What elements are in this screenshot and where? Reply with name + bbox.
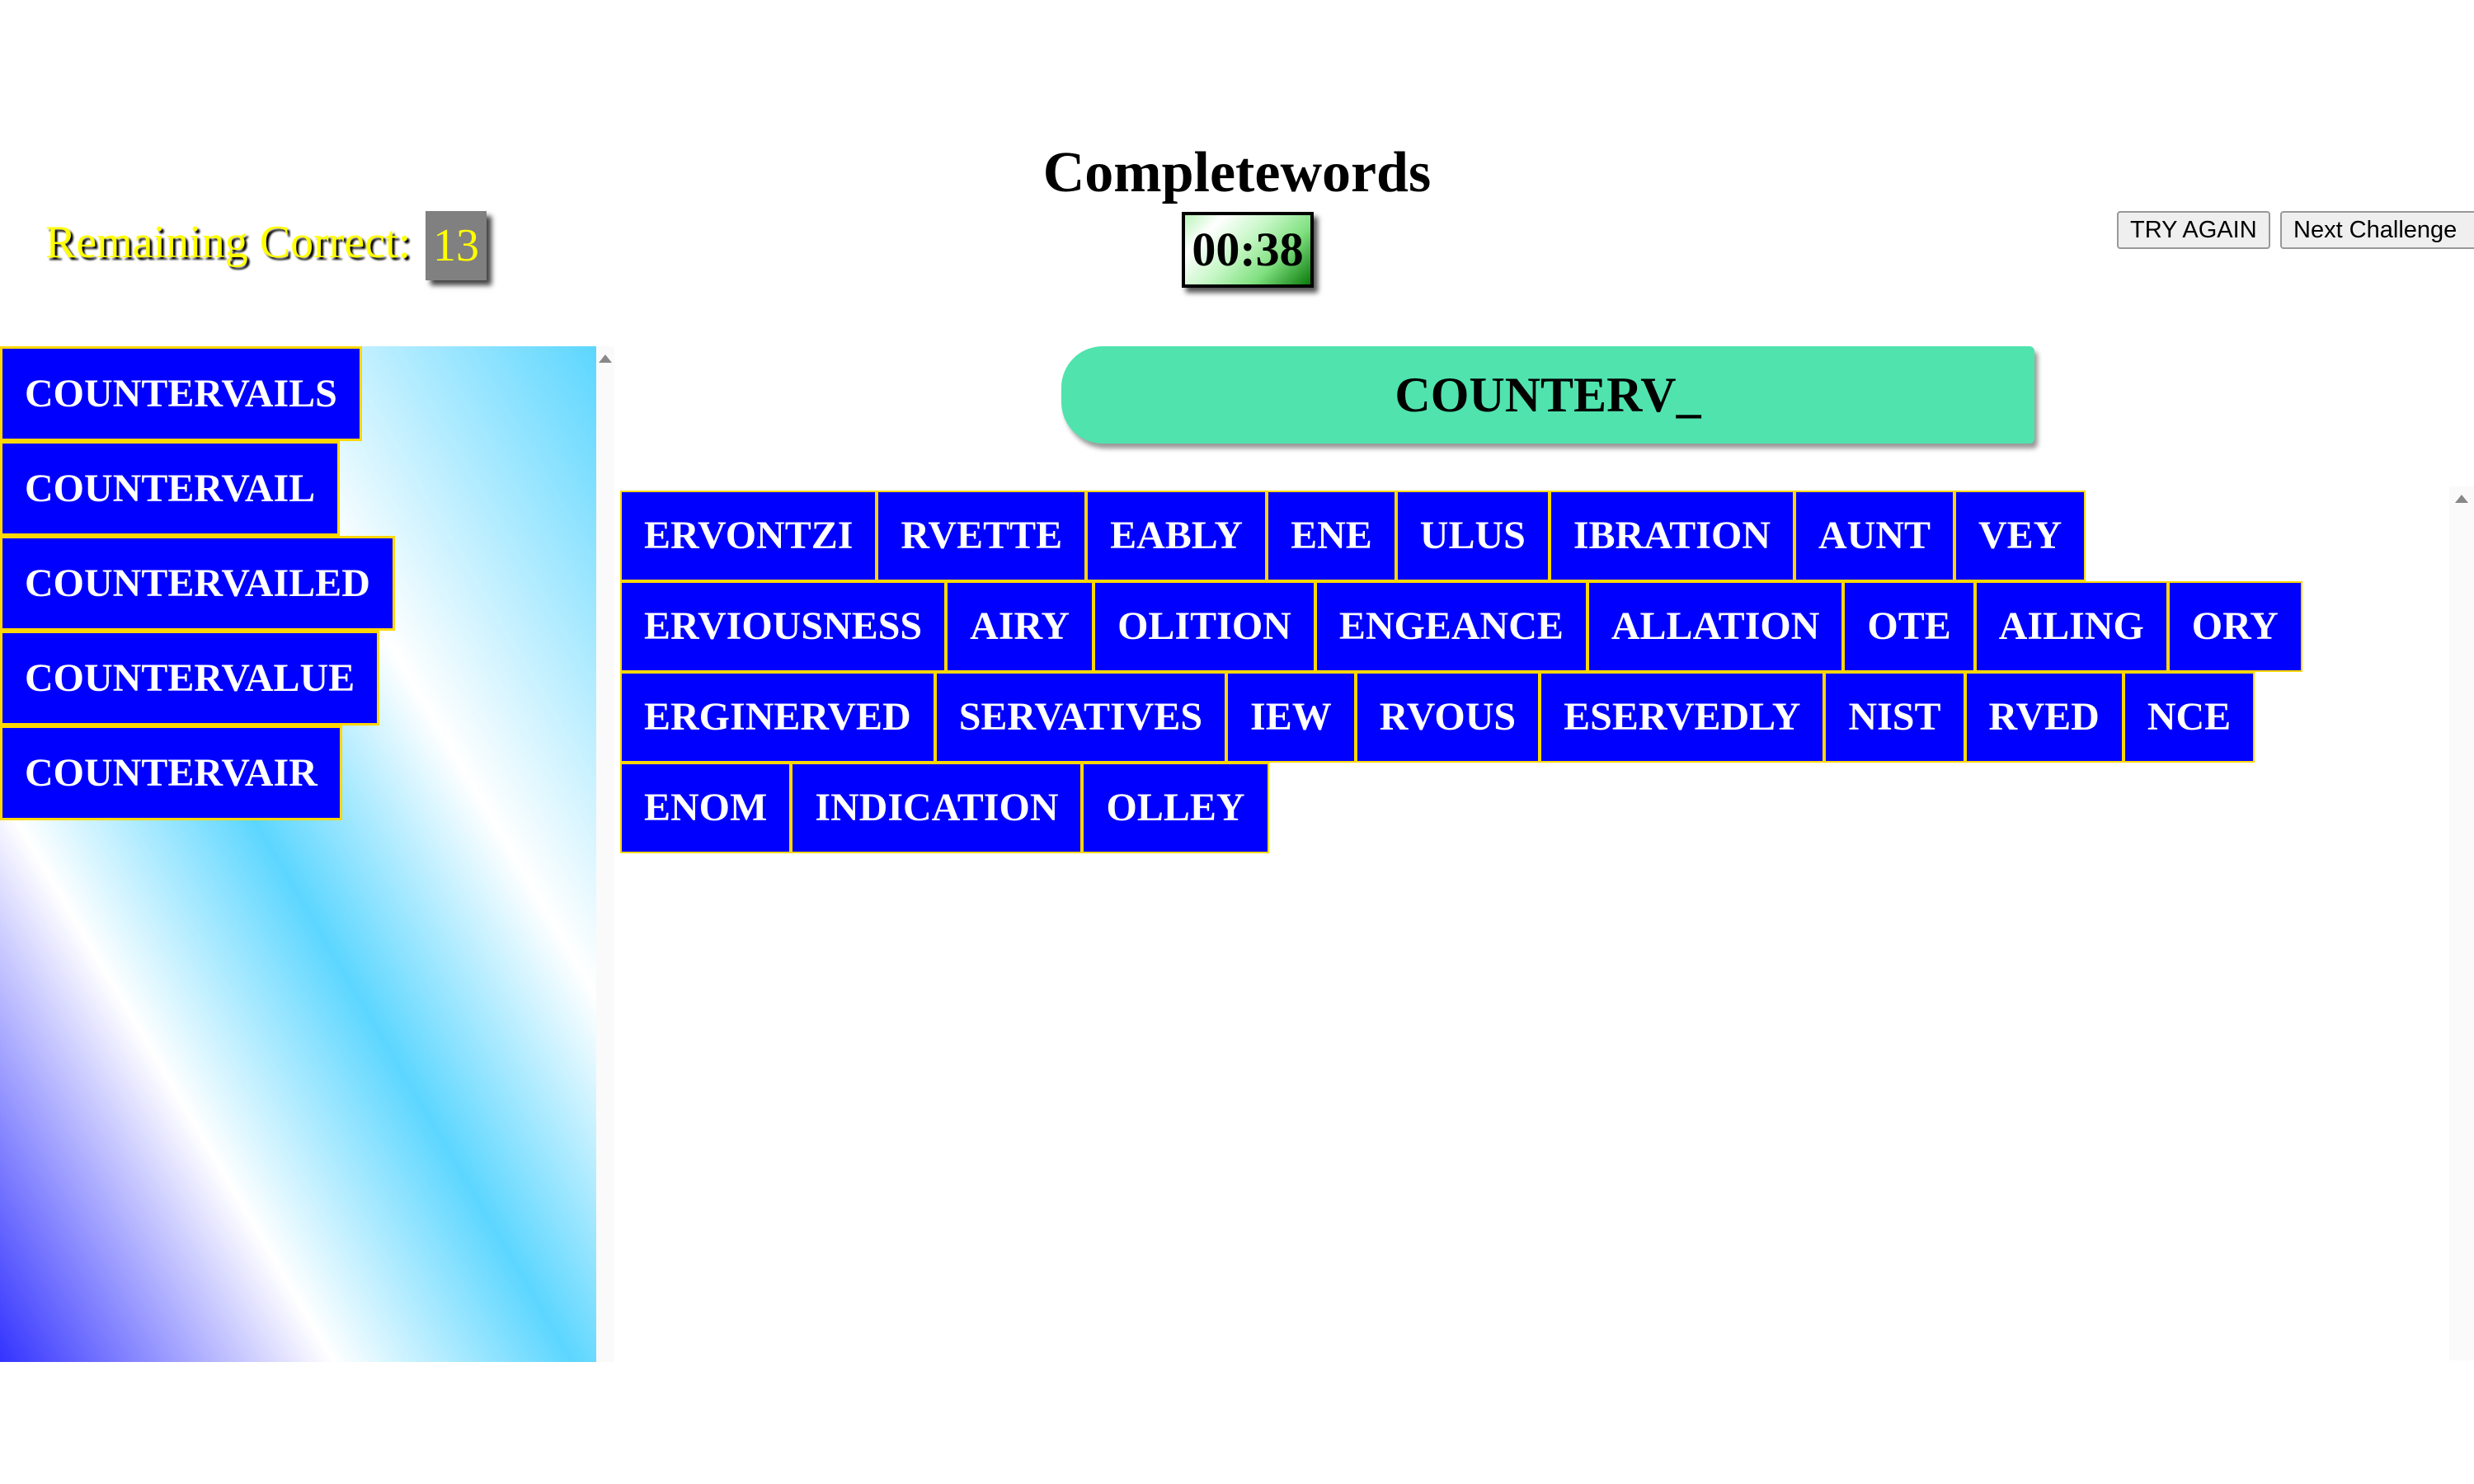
suffix-tile[interactable]: EABLY	[1086, 491, 1268, 581]
suffix-tile[interactable]: AIRY	[946, 581, 1094, 672]
next-challenge-button[interactable]: Next Challenge	[2280, 211, 2474, 249]
suffix-tile[interactable]: RVED	[1964, 672, 2124, 763]
found-word: COUNTERVAILS	[0, 346, 362, 441]
found-word: COUNTERVAILED	[0, 536, 395, 631]
found-words-scrollbar[interactable]	[596, 346, 614, 1362]
found-word: COUNTERVALUE	[0, 631, 380, 726]
suffix-tile[interactable]: ENE	[1267, 491, 1396, 581]
remaining-correct-count: 13	[426, 211, 487, 280]
suffix-tile[interactable]: SERVATIVES	[934, 672, 1227, 763]
suffix-tile[interactable]: RVOUS	[1355, 672, 1540, 763]
page-title: Completewords	[1042, 141, 1432, 204]
suffix-tile[interactable]: IBRATION	[1549, 491, 1794, 581]
suffix-tile[interactable]: OTE	[1843, 581, 1975, 672]
challenge-prefix: COUNTERV_	[1061, 346, 2034, 444]
suffix-tile[interactable]: ERVONTZI	[620, 491, 877, 581]
suffix-tile[interactable]: OLLEY	[1082, 763, 1269, 853]
scroll-up-arrow-icon[interactable]	[599, 355, 612, 363]
tile-grid-scrollbar[interactable]	[2449, 486, 2474, 1360]
suffix-tile[interactable]: ERVIOUSNESS	[620, 581, 947, 672]
suffix-tile[interactable]: ERGINERVED	[620, 672, 935, 763]
suffix-tile[interactable]: AILING	[1974, 581, 2168, 672]
suffix-tile[interactable]: ORY	[2167, 581, 2302, 672]
suffix-tile[interactable]: RVETTE	[877, 491, 1087, 581]
found-word: COUNTERVAIR	[0, 726, 342, 820]
suffix-tile[interactable]: ALLATION	[1587, 581, 1844, 672]
suffix-tile[interactable]: ENOM	[620, 763, 792, 853]
suffix-tile[interactable]: IEW	[1226, 672, 1356, 763]
suffix-tile[interactable]: NIST	[1824, 672, 1965, 763]
scroll-up-arrow-icon[interactable]	[2455, 495, 2468, 503]
suffix-tile[interactable]: INDICATION	[791, 763, 1083, 853]
suffix-tile[interactable]: ESERVEDLY	[1540, 672, 1825, 763]
suffix-tile[interactable]: AUNT	[1794, 491, 1954, 581]
suffix-tile[interactable]: NCE	[2123, 672, 2255, 763]
try-again-button[interactable]: TRY AGAIN	[2117, 211, 2270, 249]
found-word: COUNTERVAIL	[0, 441, 341, 536]
suffix-tile[interactable]: ULUS	[1395, 491, 1550, 581]
timer: 00:38	[1182, 212, 1314, 288]
suffix-tile[interactable]: OLITION	[1094, 581, 1315, 672]
suffix-tile[interactable]: VEY	[1954, 491, 2086, 581]
remaining-correct-label: Remaining Correct:	[45, 217, 412, 268]
suffix-tile[interactable]: ENGEANCE	[1315, 581, 1587, 672]
